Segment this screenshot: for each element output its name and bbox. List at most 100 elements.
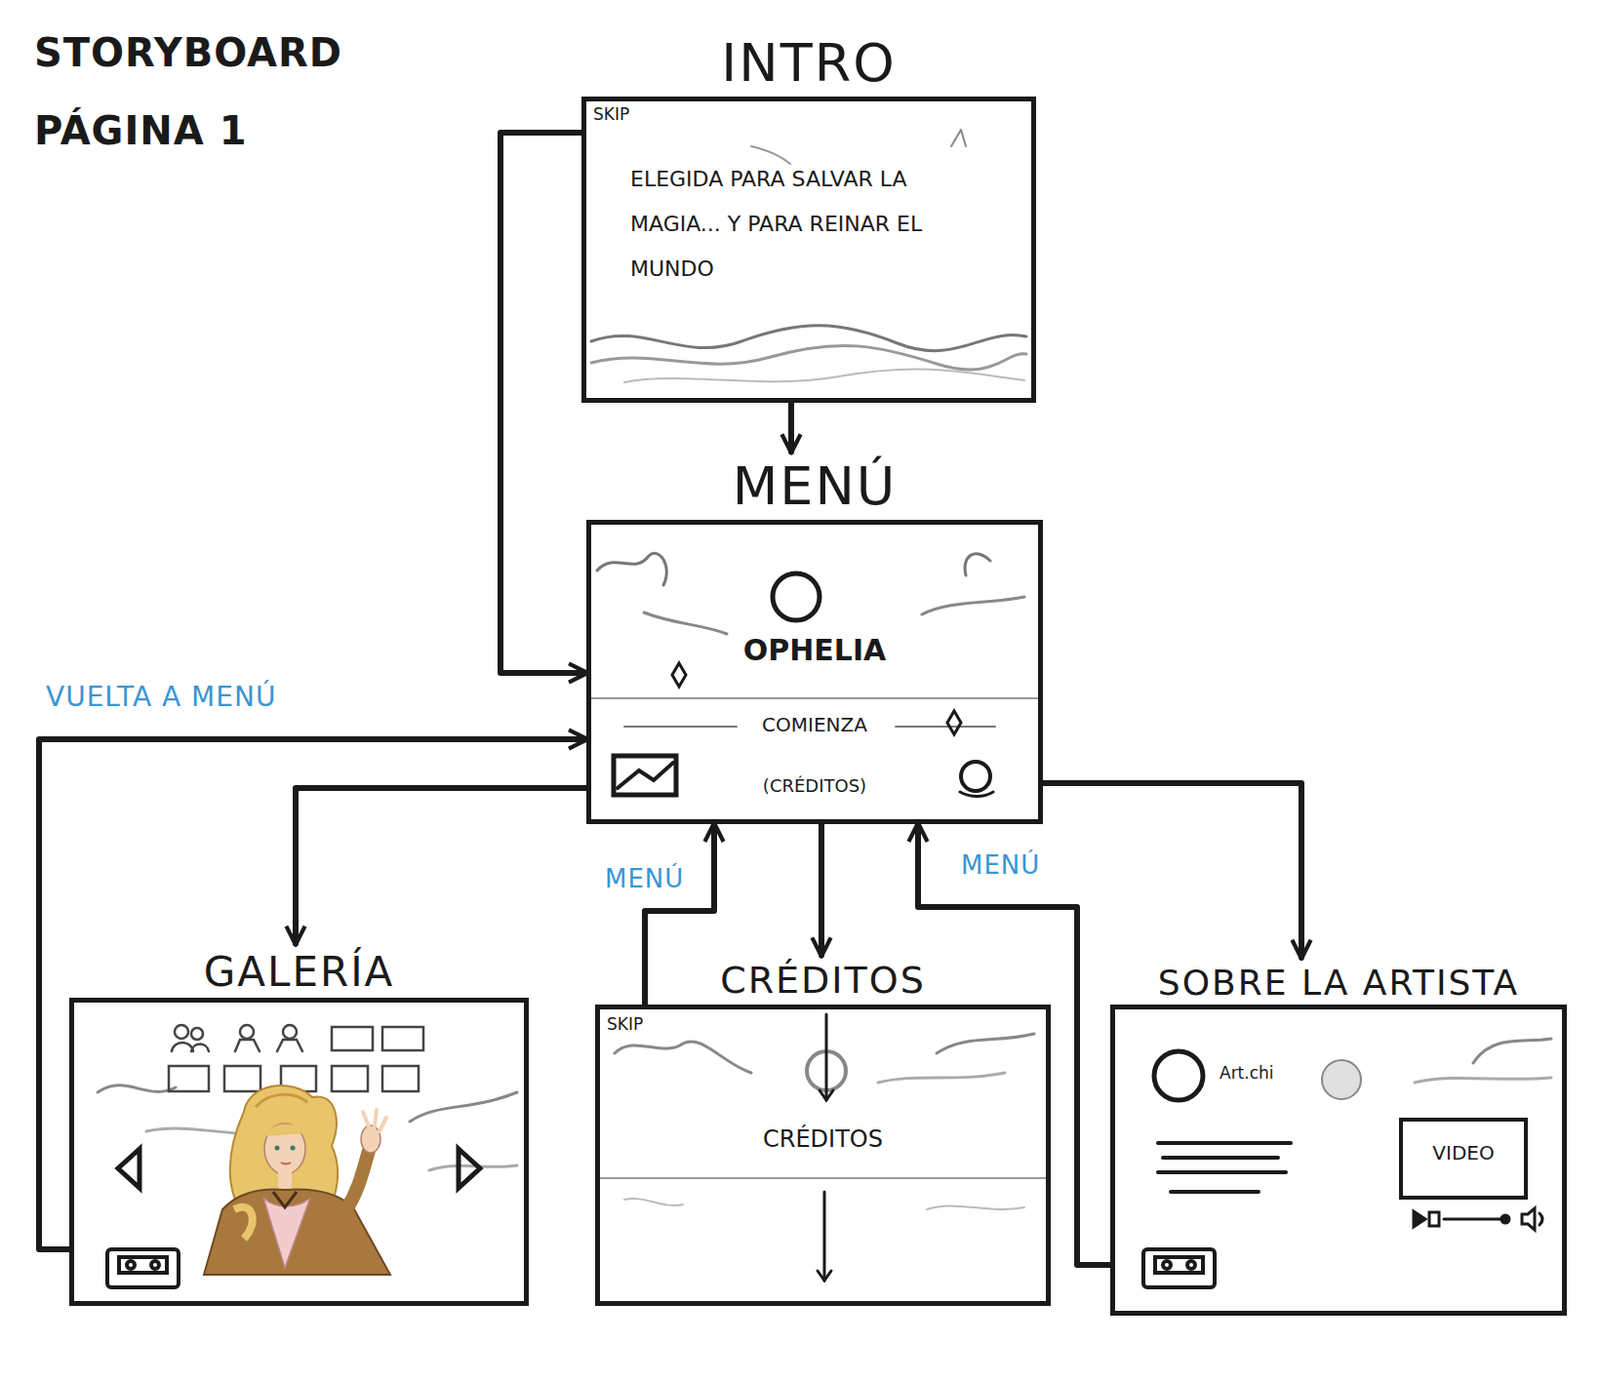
sketch-stroke <box>624 1199 683 1206</box>
sketch-stroke <box>107 1249 179 1288</box>
screen-title: SOBRE LA ARTISTA <box>1158 961 1520 1004</box>
sketch-stroke <box>240 1025 254 1040</box>
edge-label: MENÚ <box>604 864 684 894</box>
screen-text: CRÉDITOS <box>762 1125 883 1155</box>
video-box: VIDEO <box>1399 1118 1528 1200</box>
flow-arrow <box>39 739 587 1250</box>
sketch-stroke <box>1321 1060 1361 1100</box>
sketch-stroke <box>624 368 1025 383</box>
sketch-stroke <box>264 1124 307 1137</box>
sketch-stroke <box>277 1040 303 1052</box>
sketch-stroke <box>151 1261 160 1270</box>
sketch-stroke <box>617 762 674 789</box>
screen-text: VIDEO <box>1432 1141 1494 1165</box>
sketch-stroke <box>643 612 727 635</box>
sketch-stroke <box>331 1066 368 1092</box>
sketch-stroke <box>278 1172 292 1191</box>
sketch-stroke <box>819 1090 834 1101</box>
sketch-stroke <box>936 1034 1035 1054</box>
screen-text: Art.chi <box>1219 1063 1275 1083</box>
sketch-stroke <box>1162 1261 1171 1270</box>
sketch-stroke <box>1473 1039 1552 1064</box>
screen-title: INTRO <box>720 32 896 96</box>
sketch-stroke <box>331 1027 373 1051</box>
sketch-stroke <box>951 129 966 147</box>
sketch-stroke <box>282 1025 297 1040</box>
sketch-stroke <box>1429 1212 1440 1227</box>
sketch-stroke <box>1413 1208 1543 1231</box>
flow-arrow <box>1042 783 1302 959</box>
sketch-stroke <box>823 1192 827 1281</box>
screen-text: COMIENZA <box>761 713 868 737</box>
sketch-stroke <box>960 761 991 792</box>
sketch-stroke <box>751 146 791 164</box>
sketch-stroke <box>1158 1141 1291 1146</box>
screen-text: OPHELIA <box>743 633 887 669</box>
sketch-stroke <box>947 711 961 735</box>
sketch-stroke <box>107 1249 179 1288</box>
flow-arrow <box>500 132 587 674</box>
sketch-stroke <box>624 725 737 728</box>
sketch-stroke <box>458 1149 480 1189</box>
screen-text: ELEGIDA PARA SALVAR LA MAGIA... Y PARA R… <box>630 157 1001 293</box>
sketch-stroke <box>964 554 991 576</box>
flow-arrow <box>295 788 587 945</box>
sketch-stroke <box>895 725 996 728</box>
sketch-stroke <box>926 1205 1025 1210</box>
sketch-stroke <box>597 553 667 586</box>
sketch-stroke <box>97 1085 176 1093</box>
sketch-stroke <box>1158 1143 1291 1193</box>
screen-text: SKIP <box>593 104 630 124</box>
edge-label: MENÚ <box>960 850 1040 880</box>
screen-frame: CRÉDITOSSKIPCRÉDITOS <box>595 1004 1051 1307</box>
screen-title: MENÚ <box>732 455 898 520</box>
sketch-stroke <box>1155 1257 1203 1274</box>
sketch-stroke <box>817 1271 832 1281</box>
sketch-stroke <box>1158 1170 1286 1175</box>
sketch-stroke <box>362 1110 387 1132</box>
menu-sketch <box>591 553 1039 797</box>
flow-arrow <box>644 824 715 1005</box>
sketch-stroke <box>1187 1261 1196 1270</box>
sketch-stroke <box>1521 1208 1535 1231</box>
sketch-stroke <box>263 1198 311 1269</box>
sketch-stroke <box>591 697 1039 700</box>
sketch-stroke <box>1501 1215 1510 1224</box>
sketch-stroke <box>273 1192 297 1208</box>
sketch-stroke <box>600 1177 1046 1180</box>
sketch-stroke <box>1413 1211 1426 1228</box>
intro-waves <box>591 129 1027 383</box>
sketch-stroke <box>614 1041 752 1074</box>
page-title: STORYBOARD PÁGINA 1 <box>34 13 366 170</box>
sketch-stroke <box>382 1027 424 1051</box>
sketch-stroke <box>126 1261 135 1270</box>
sketch-stroke <box>1443 1218 1503 1222</box>
sketch-stroke <box>224 1066 261 1092</box>
screen-frame: SOBRE LA ARTISTAArt.chiVIDEO <box>1110 1004 1567 1317</box>
sketch-stroke <box>591 345 1027 370</box>
screen-frame: MENÚOPHELIACOMIENZA(CRÉDITOS) <box>586 520 1043 825</box>
sketch-stroke <box>613 756 677 796</box>
sketch-stroke <box>275 1146 280 1152</box>
sketch-stroke <box>382 1066 419 1092</box>
credits-sketch <box>600 1014 1046 1281</box>
sketch-stroke <box>191 1028 203 1040</box>
sketch-stroke <box>1539 1213 1543 1226</box>
sketch-stroke <box>672 663 686 687</box>
artist-sketch <box>1143 1039 1552 1288</box>
sketch-stroke <box>203 1190 391 1276</box>
sketch-stroke <box>960 792 994 798</box>
sketch-stroke <box>1143 1249 1215 1288</box>
sketch-stroke <box>921 597 1025 615</box>
sketch-stroke <box>290 1146 296 1152</box>
sketch-stroke <box>168 1025 424 1092</box>
flow-arrow <box>818 824 825 956</box>
sketch-stroke <box>168 1066 209 1092</box>
screen-title: GALERÍA <box>203 948 396 998</box>
screen-title: CRÉDITOS <box>720 959 926 1004</box>
sketch-stroke <box>772 573 820 621</box>
sketch-stroke <box>280 1162 291 1165</box>
sketch-stroke <box>174 1025 189 1040</box>
sketch-stroke <box>360 1125 381 1154</box>
